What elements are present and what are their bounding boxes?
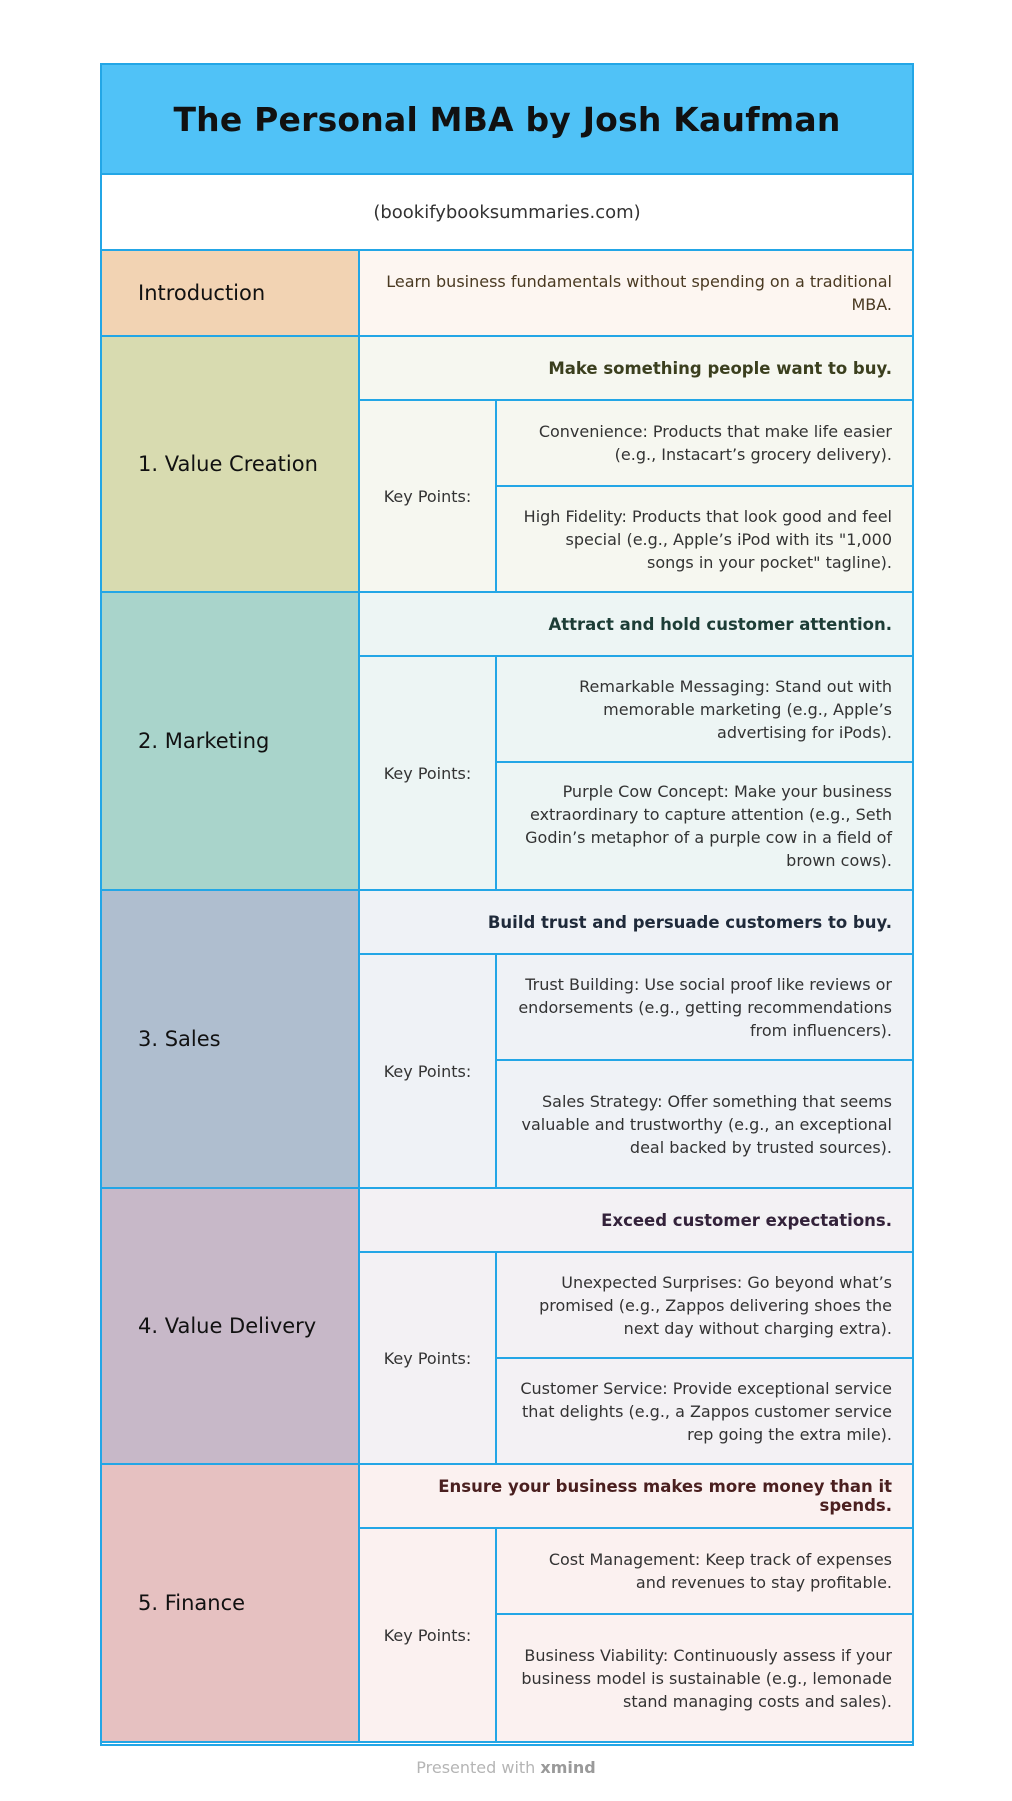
key-point-text: Purple Cow Concept: Make your business e… bbox=[525, 782, 892, 870]
key-point-text: Convenience: Products that make life eas… bbox=[538, 422, 892, 464]
section-headline-1: Make something people want to buy. bbox=[360, 337, 912, 401]
section-label-1: 1. Value Creation bbox=[102, 337, 360, 593]
key-point: Convenience: Products that make life eas… bbox=[497, 401, 912, 487]
key-point: High Fidelity: Products that look good a… bbox=[497, 487, 912, 593]
section-label-2: 2. Marketing bbox=[102, 593, 360, 891]
mindmap-table: The Personal MBA by Josh Kaufman (bookif… bbox=[100, 63, 914, 1746]
section-headline-5: Ensure your business makes more money th… bbox=[360, 1465, 912, 1529]
key-point: Unexpected Surprises: Go beyond what’s p… bbox=[497, 1253, 912, 1359]
key-point: Cost Management: Keep track of expenses … bbox=[497, 1529, 912, 1615]
section-label-3: 3. Sales bbox=[102, 891, 360, 1189]
key-points-label: Key Points: bbox=[360, 657, 497, 891]
section-label-5: 5. Finance bbox=[102, 1465, 360, 1743]
introduction-text-content: Learn business fundamentals without spen… bbox=[386, 272, 892, 314]
key-points-text: Key Points: bbox=[383, 1348, 472, 1368]
section-title: 1. Value Creation bbox=[138, 452, 318, 476]
xmind-logo: xmind bbox=[540, 1758, 596, 1777]
key-point-text: Sales Strategy: Offer something that see… bbox=[521, 1091, 892, 1157]
key-point: Purple Cow Concept: Make your business e… bbox=[497, 763, 912, 891]
introduction-label: Introduction bbox=[102, 251, 360, 337]
page-title: The Personal MBA by Josh Kaufman bbox=[173, 99, 841, 139]
key-points-label: Key Points: bbox=[360, 401, 497, 593]
section-title: 4. Value Delivery bbox=[138, 1314, 317, 1338]
title-bar: The Personal MBA by Josh Kaufman bbox=[102, 65, 912, 175]
section-label-4: 4. Value Delivery bbox=[102, 1189, 360, 1465]
key-point-text: Customer Service: Provide exceptional se… bbox=[520, 1378, 892, 1444]
key-points-label: Key Points: bbox=[360, 1529, 497, 1743]
source-subtitle: (bookifybooksummaries.com) bbox=[373, 201, 641, 223]
headline-text: Make something people want to buy. bbox=[548, 358, 892, 378]
section-headline-3: Build trust and persuade customers to bu… bbox=[360, 891, 912, 955]
key-point: Sales Strategy: Offer something that see… bbox=[497, 1061, 912, 1189]
section-headline-2: Attract and hold customer attention. bbox=[360, 593, 912, 657]
section-title: 2. Marketing bbox=[138, 729, 270, 753]
key-points-text: Key Points: bbox=[383, 1061, 472, 1081]
key-point: Remarkable Messaging: Stand out with mem… bbox=[497, 657, 912, 763]
footer-prefix: Presented with bbox=[416, 1758, 541, 1777]
section-headline-4: Exceed customer expectations. bbox=[360, 1189, 912, 1253]
key-point-text: Cost Management: Keep track of expenses … bbox=[548, 1550, 892, 1592]
key-points-text: Key Points: bbox=[383, 1625, 472, 1645]
key-points-text: Key Points: bbox=[383, 763, 472, 783]
key-point: Customer Service: Provide exceptional se… bbox=[497, 1359, 912, 1465]
introduction-text: Learn business fundamentals without spen… bbox=[360, 251, 912, 337]
key-point: Business Viability: Continuously assess … bbox=[497, 1615, 912, 1743]
key-point-text: High Fidelity: Products that look good a… bbox=[523, 506, 892, 572]
introduction-label-text: Introduction bbox=[138, 281, 266, 305]
headline-text: Ensure your business makes more money th… bbox=[438, 1477, 892, 1515]
key-point-text: Remarkable Messaging: Stand out with mem… bbox=[579, 676, 892, 742]
headline-text: Exceed customer expectations. bbox=[601, 1210, 892, 1230]
key-points-text: Key Points: bbox=[383, 486, 472, 506]
section-title: 3. Sales bbox=[138, 1027, 221, 1051]
key-point: Trust Building: Use social proof like re… bbox=[497, 955, 912, 1061]
key-points-label: Key Points: bbox=[360, 1253, 497, 1465]
section-title: 5. Finance bbox=[138, 1591, 246, 1615]
headline-text: Attract and hold customer attention. bbox=[548, 614, 892, 634]
key-points-label: Key Points: bbox=[360, 955, 497, 1189]
key-point-text: Business Viability: Continuously assess … bbox=[521, 1645, 892, 1711]
subtitle-bar: (bookifybooksummaries.com) bbox=[102, 175, 912, 251]
footer: Presented with xmind bbox=[0, 1758, 1012, 1777]
headline-text: Build trust and persuade customers to bu… bbox=[487, 912, 892, 932]
key-point-text: Unexpected Surprises: Go beyond what’s p… bbox=[539, 1272, 892, 1338]
key-point-text: Trust Building: Use social proof like re… bbox=[518, 974, 892, 1040]
